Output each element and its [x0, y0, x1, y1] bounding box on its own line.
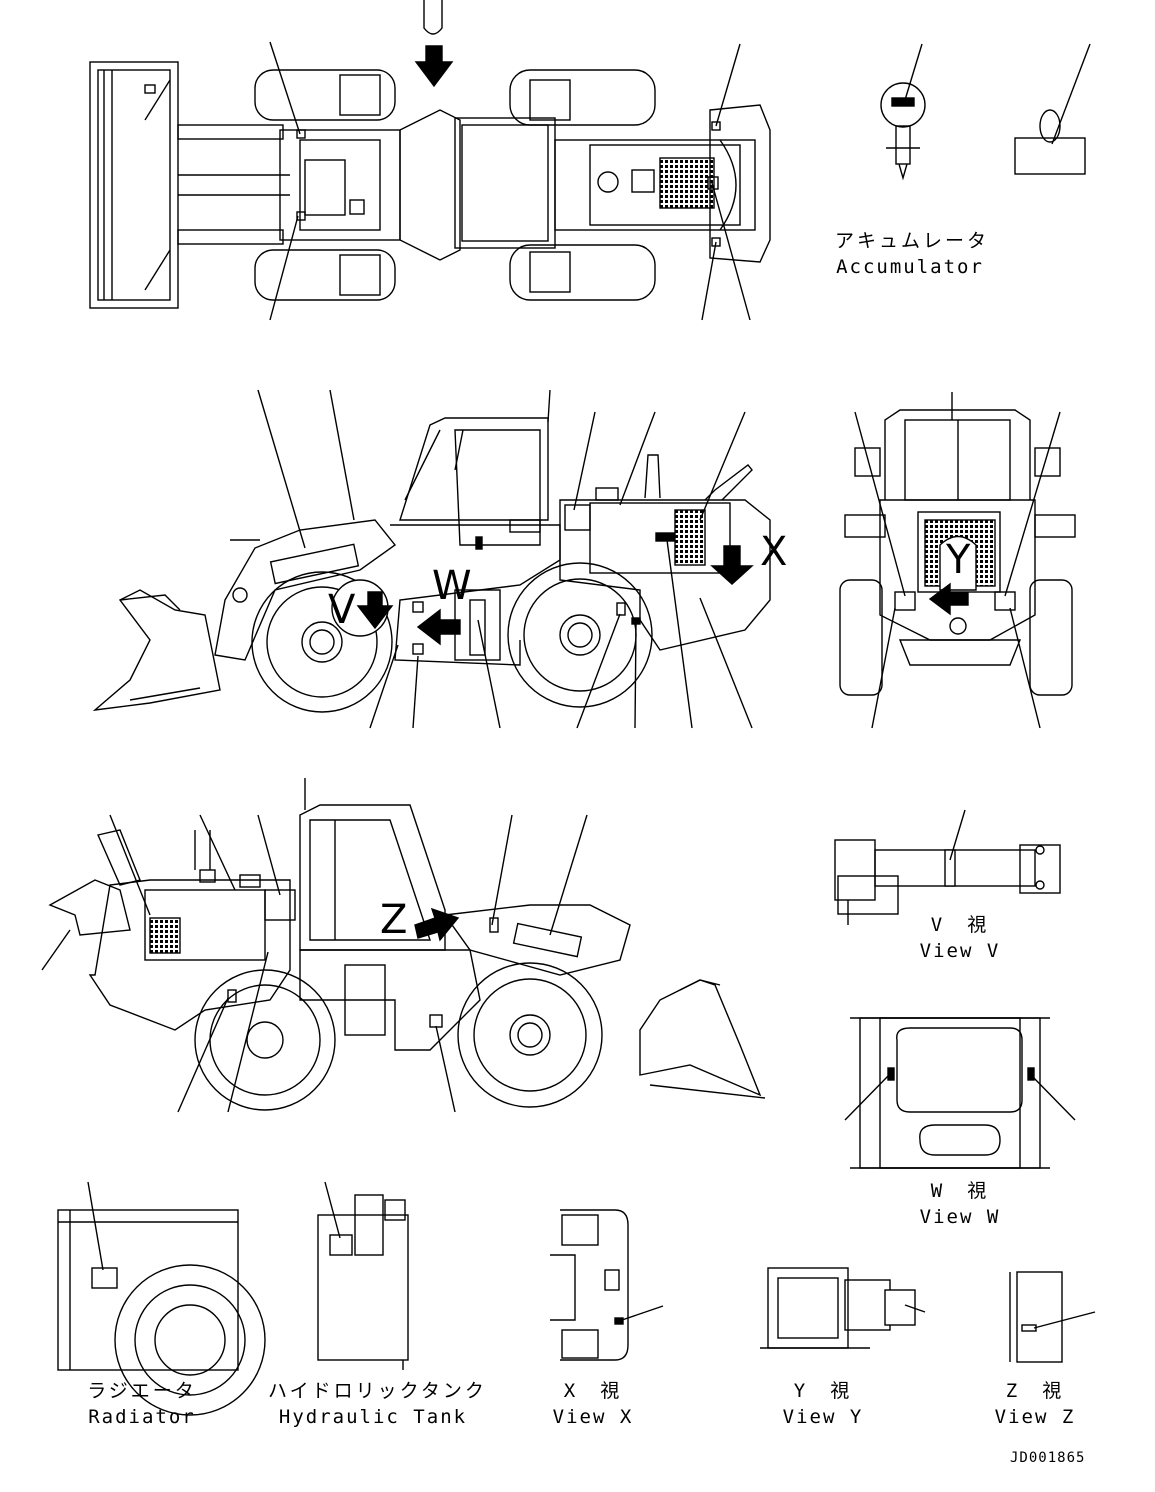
hydraulic-tank-label-jp: ハイドロリックタンク	[268, 1380, 487, 1402]
view-y-label-jp: Y 視	[793, 1380, 853, 1402]
view-z-letter: Z	[380, 897, 408, 943]
arrow-left-icon	[928, 582, 969, 616]
view-z-detail	[1009, 1271, 1096, 1363]
view-v-letter: V	[328, 587, 356, 633]
view-w-label-en: View W	[919, 1206, 1001, 1228]
view-y-caption: Y 視 View Y	[768, 1378, 878, 1430]
view-v-label-en: View V	[919, 940, 1001, 962]
view-w-letter: W	[432, 563, 472, 609]
radiator-label-en: Radiator	[88, 1406, 196, 1428]
radiator-caption: ラジエータ Radiator	[72, 1378, 212, 1430]
accumulator-label-jp: アキュムレータ	[835, 230, 990, 252]
view-x-detail	[550, 1209, 664, 1361]
hydraulic-tank-detail	[317, 1181, 409, 1370]
view-v-detail	[834, 809, 1061, 925]
view-y-label-en: View Y	[782, 1406, 864, 1428]
radiator-detail	[57, 1181, 266, 1416]
arrow-down-icon	[414, 45, 454, 88]
view-x-label-jp: X 視	[563, 1380, 623, 1402]
view-v-caption: V 視 View V	[905, 912, 1015, 964]
view-w-label-jp: W 視	[930, 1180, 990, 1202]
arrow-left-icon	[416, 608, 461, 646]
view-x-letter: X	[760, 529, 788, 575]
drawing-code: JD001865	[1010, 1450, 1086, 1466]
left-side-view	[92, 389, 771, 729]
arrow-right-icon	[414, 907, 460, 942]
view-y-letter: Y	[946, 537, 971, 583]
radiator-label-jp: ラジエータ	[87, 1380, 197, 1402]
accumulator-part	[880, 43, 1091, 181]
view-w-detail	[844, 1017, 1076, 1169]
accumulator-label-en: Accumulator	[836, 256, 984, 278]
accumulator-caption: アキュムレータ Accumulator	[835, 228, 990, 280]
view-y-detail	[760, 1267, 926, 1349]
view-w-caption: W 視 View W	[905, 1178, 1015, 1230]
view-v-label-jp: V 視	[930, 914, 990, 936]
top-plan-view	[89, 41, 771, 321]
view-z-caption: Z 視 View Z	[980, 1378, 1090, 1430]
right-side-view	[41, 778, 766, 1113]
arrow-down-icon	[710, 545, 754, 585]
view-z-label-en: View Z	[994, 1406, 1076, 1428]
view-z-label-jp: Z 視	[1005, 1380, 1065, 1402]
view-x-caption: X 視 View X	[538, 1378, 648, 1430]
rear-view	[839, 392, 1076, 729]
view-u-arrow	[414, 0, 454, 88]
view-x-label-en: View X	[552, 1406, 634, 1428]
hydraulic-tank-caption: ハイドロリックタンク Hydraulic Tank	[268, 1378, 487, 1430]
hydraulic-tank-label-en: Hydraulic Tank	[278, 1406, 468, 1428]
arrow-down-icon	[356, 591, 394, 630]
